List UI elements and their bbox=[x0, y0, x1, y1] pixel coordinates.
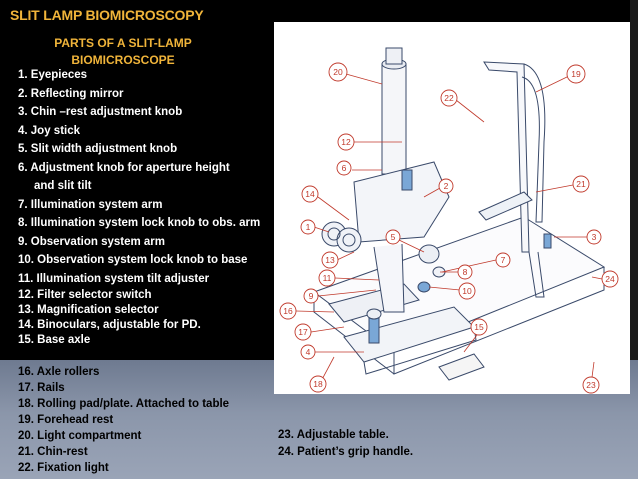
label-18: 18 bbox=[313, 379, 323, 389]
label-8: 8 bbox=[463, 267, 468, 277]
part-item: 20. Light compartment bbox=[18, 430, 142, 442]
part-item: 15. Base axle bbox=[18, 334, 91, 346]
label-20: 20 bbox=[333, 67, 343, 77]
slit-lamp-diagram: 20 19 22 12 6 14 2 21 3 1 13 bbox=[274, 22, 630, 394]
subtitle-line-2: BIOMICROSCOPE bbox=[71, 53, 175, 67]
bottom-parts-list: 16. Axle rollers 17. Rails 18. Rolling p… bbox=[18, 364, 229, 476]
part-item: 22. Fixation light bbox=[18, 462, 109, 474]
part-item: 6. Adjustment knob for aperture height bbox=[18, 161, 230, 174]
label-21: 21 bbox=[576, 179, 586, 189]
right-strip bbox=[630, 0, 638, 360]
label-15: 15 bbox=[474, 322, 484, 332]
slit-lamp-illustration: 20 19 22 12 6 14 2 21 3 1 13 bbox=[279, 47, 619, 394]
part-item: 14. Binoculars, adjustable for PD. bbox=[18, 319, 201, 331]
label-17: 17 bbox=[298, 327, 308, 337]
label-4: 4 bbox=[306, 347, 311, 357]
label-2: 2 bbox=[444, 181, 449, 191]
part-item: 10. Observation system lock knob to base bbox=[18, 254, 248, 266]
part-item: 3. Chin –rest adjustment knob bbox=[18, 106, 183, 118]
label-13: 13 bbox=[325, 255, 335, 265]
part-item: 16. Axle rollers bbox=[18, 366, 100, 378]
part-item: 9. Observation system arm bbox=[18, 235, 166, 248]
label-16: 16 bbox=[283, 306, 293, 316]
slide-subtitle: PARTS OF A SLIT-LAMP BIOMICROSCOPE bbox=[28, 35, 218, 69]
label-10: 10 bbox=[462, 286, 472, 296]
part-item: 18. Rolling pad/plate. Attached to table bbox=[18, 398, 230, 410]
part-item: 5. Slit width adjustment knob bbox=[18, 143, 178, 155]
label-19: 19 bbox=[571, 69, 581, 79]
part-item: 23. Adjustable table. bbox=[278, 429, 389, 441]
part-item: 19. Forehead rest bbox=[18, 414, 114, 426]
parts-list: 1. Eyepieces 2. Reflecting mirror 3. Chi… bbox=[18, 66, 260, 348]
label-22: 22 bbox=[444, 93, 454, 103]
part-item: 24. Patient’s grip handle. bbox=[278, 446, 414, 458]
label-24: 24 bbox=[605, 274, 615, 284]
label-5: 5 bbox=[391, 232, 396, 242]
part-item: 1. Eyepieces bbox=[18, 69, 88, 81]
part-item: 21. Chin-rest bbox=[18, 446, 88, 458]
part-item: 2. Reflecting mirror bbox=[18, 87, 124, 100]
label-7: 7 bbox=[501, 255, 506, 265]
label-12: 12 bbox=[341, 137, 351, 147]
device-outline bbox=[312, 47, 606, 381]
callout-markers: 20 19 22 12 6 14 2 21 3 1 13 bbox=[279, 62, 619, 394]
part-item: 13. Magnification selector bbox=[18, 304, 159, 316]
label-11: 11 bbox=[323, 273, 332, 283]
slide-title: SLIT LAMP BIOMICROSCOPY bbox=[10, 7, 204, 23]
label-14: 14 bbox=[305, 189, 315, 199]
label-9: 9 bbox=[309, 291, 314, 301]
label-6: 6 bbox=[342, 163, 347, 173]
part-item: 12. Filter selector switch bbox=[18, 289, 152, 301]
part-item: 7. Illumination system arm bbox=[18, 198, 163, 211]
label-1: 1 bbox=[306, 222, 311, 232]
part-item: 17. Rails bbox=[18, 382, 65, 394]
label-23: 23 bbox=[586, 380, 596, 390]
part-item-continuation: and slit tilt bbox=[34, 180, 92, 192]
subtitle-line-1: PARTS OF A SLIT-LAMP bbox=[54, 36, 192, 50]
part-item: 4. Joy stick bbox=[18, 124, 81, 137]
part-item: 8. Illumination system lock knob to obs.… bbox=[18, 217, 261, 229]
label-3: 3 bbox=[592, 232, 597, 242]
bottom-parts-list-2: 23. Adjustable table. 24. Patient’s grip… bbox=[278, 427, 413, 461]
part-item: 11. Illumination system tilt adjuster bbox=[18, 272, 210, 285]
